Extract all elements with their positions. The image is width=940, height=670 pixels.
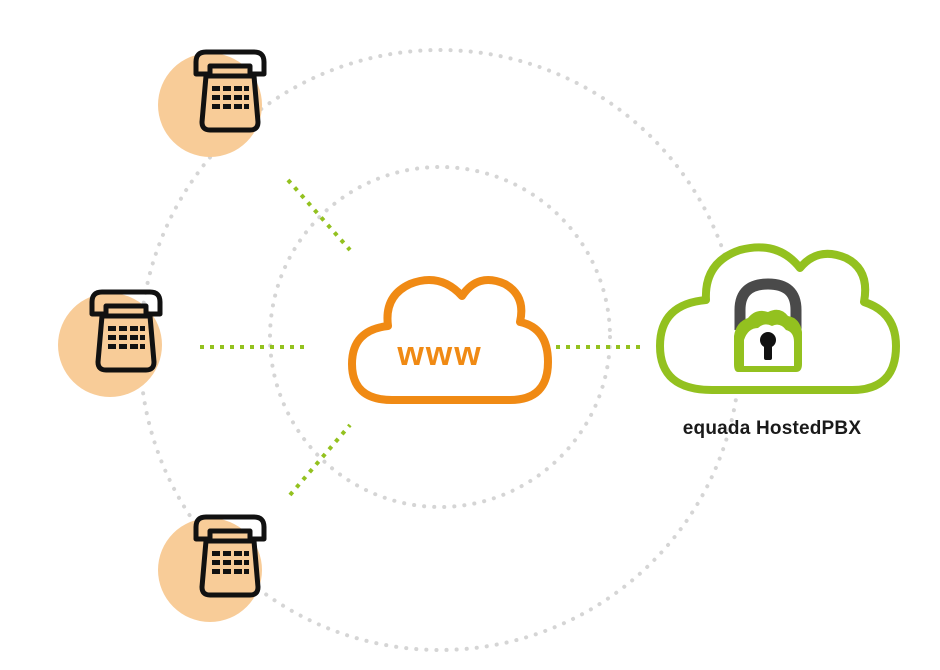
connector-top-phone [286,178,352,252]
inner-dotted-ring [268,165,612,509]
phone-node-top [158,52,264,157]
padlock-icon [734,278,802,372]
internet-cloud: www [348,276,552,404]
phone-node-bottom [158,517,264,622]
pbx-cloud [656,243,900,394]
phone-node-middle [58,292,162,397]
cloud-icon [348,276,552,404]
pbx-cloud-label: equada HostedPBX [682,418,862,439]
connector-bottom-phone [288,423,352,497]
internet-cloud-text: www [396,335,482,373]
connectors [200,178,640,497]
